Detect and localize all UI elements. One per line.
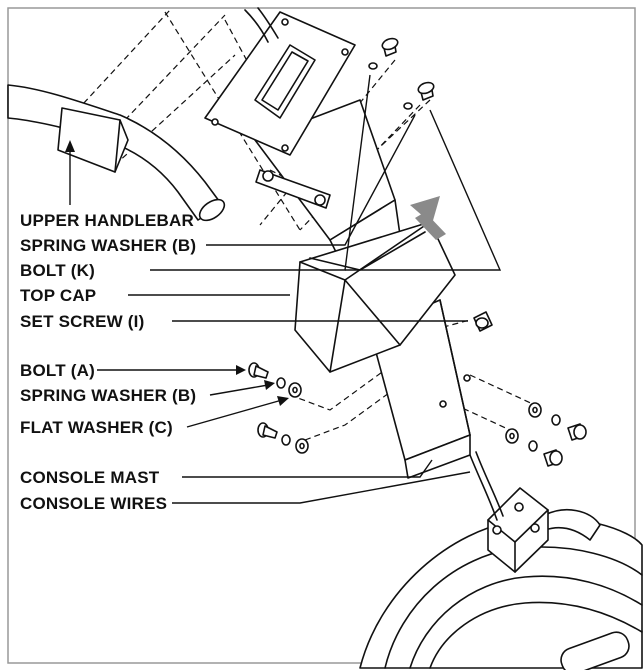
- label-bolt-k: BOLT (K): [20, 261, 95, 280]
- labels: UPPER HANDLEBAR SPRING WASHER (B) BOLT (…: [20, 211, 196, 513]
- frame-border: [7, 7, 636, 664]
- mast-bracket: [487, 487, 549, 573]
- bolts-a-left: [248, 362, 278, 439]
- washers-left: [276, 377, 309, 454]
- console-wires: [469, 451, 504, 521]
- label-top-cap: TOP CAP: [20, 286, 96, 305]
- pivot-bracket: [255, 169, 331, 209]
- label-set-screw-i: SET SCREW (I): [20, 312, 144, 331]
- label-upper-handlebar: UPPER HANDLEBAR: [20, 211, 194, 230]
- set-screw: [473, 311, 493, 332]
- label-spring-washer-b: SPRING WASHER (B): [20, 386, 196, 405]
- leader-lines: [65, 74, 502, 504]
- mounting-plate: [204, 7, 356, 156]
- label-console-wires: CONSOLE WIRES: [20, 494, 167, 513]
- spring-washers-top: [368, 62, 413, 110]
- label-bolt-a: BOLT (A): [20, 361, 95, 380]
- bolts-k: [381, 37, 435, 101]
- bolts-right: [505, 402, 587, 467]
- label-console-mast: CONSOLE MAST: [20, 468, 160, 487]
- label-spring-washer-b-top: SPRING WASHER (B): [20, 236, 196, 255]
- direction-arrow: [410, 196, 446, 240]
- label-flat-washer-c: FLAT WASHER (C): [20, 418, 173, 437]
- upper-handlebar: [7, 84, 226, 222]
